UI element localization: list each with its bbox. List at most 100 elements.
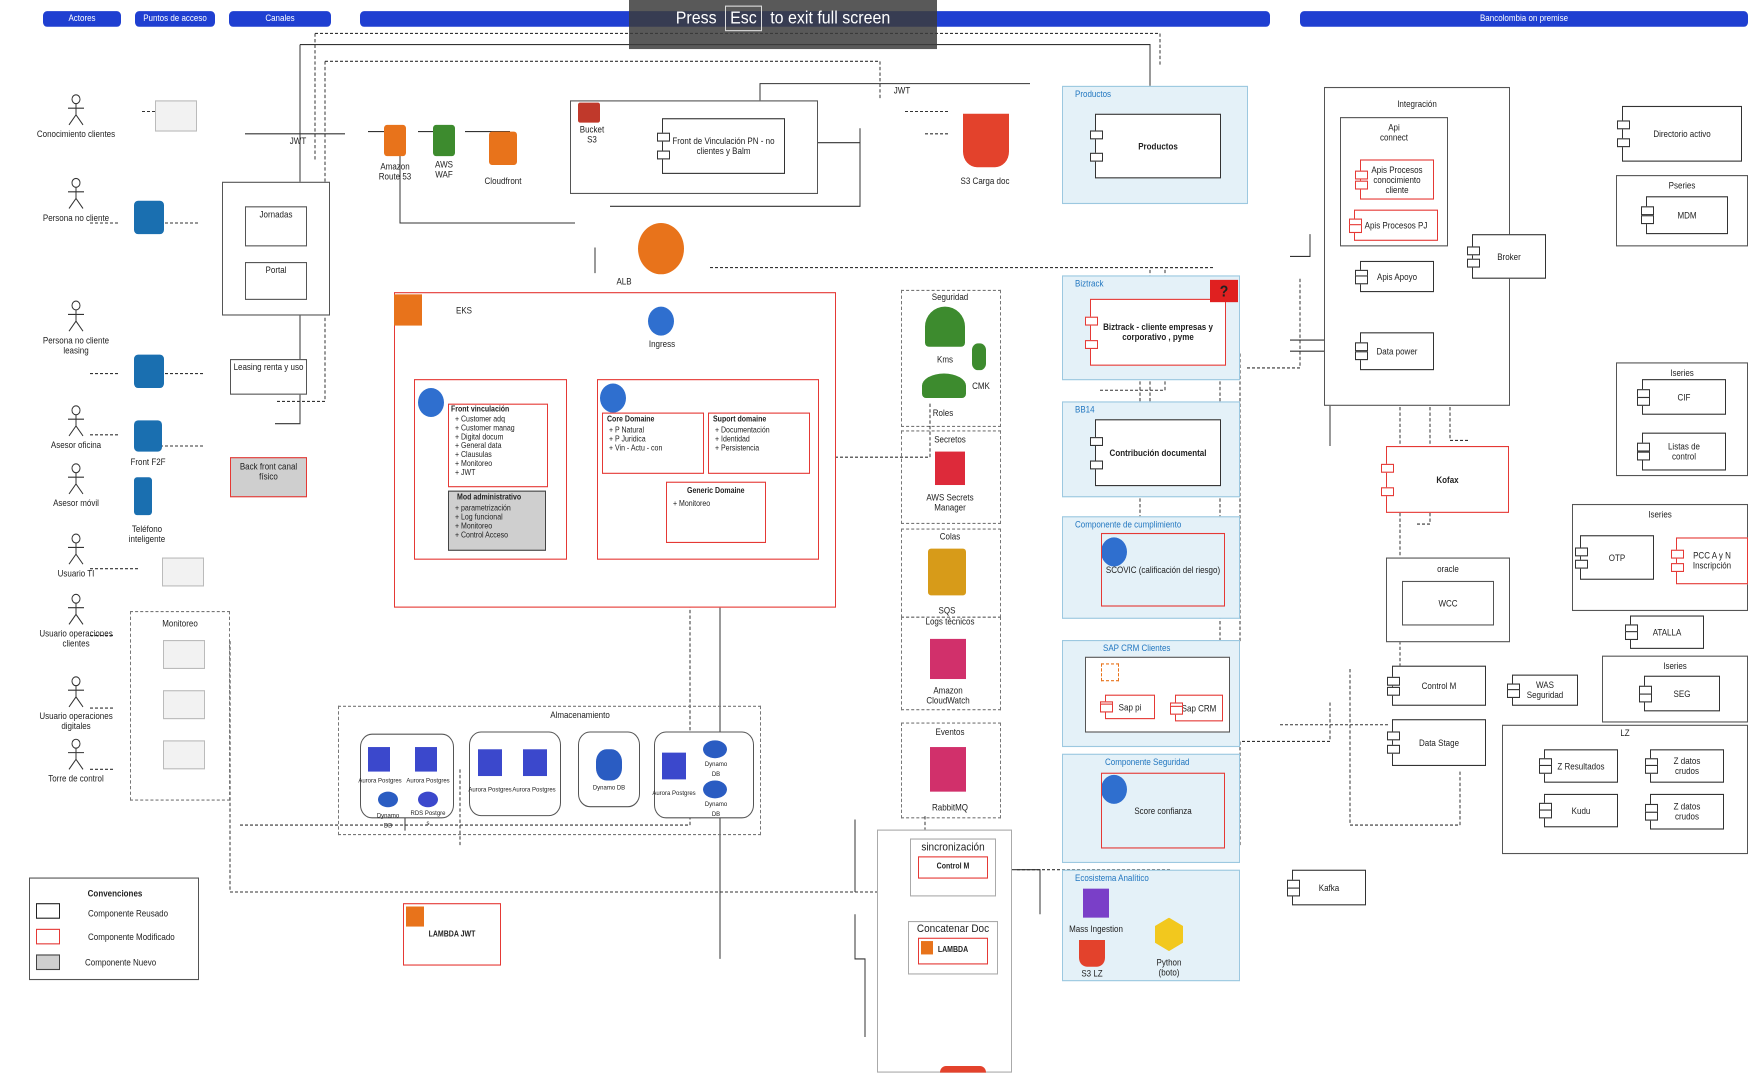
computer-icon: [134, 200, 164, 235]
contribucion-component[interactable]: Contribución documental: [1090, 419, 1221, 487]
sqs-icon: [928, 548, 966, 596]
scovic-k8s-icon: [1101, 537, 1127, 567]
back-front-channel[interactable]: Back front canal físico: [230, 457, 307, 498]
z-resultados[interactable]: Z Resultados: [1539, 749, 1618, 783]
otp[interactable]: OTP: [1575, 535, 1654, 580]
pseries-title: Pseries: [1668, 180, 1696, 191]
cumplimiento-panel: Componente de cumplimiento SCOVIC (calif…: [1062, 516, 1240, 619]
actor-list: [0, 0, 1, 1]
front-vinculacion-box[interactable]: Front vinculación Customer adq Customer …: [448, 403, 548, 488]
contribucion-text: Contribución documental: [1109, 447, 1207, 458]
computer-icon-f2f: [134, 420, 162, 452]
score-k8s-icon: [1101, 774, 1127, 804]
mod-admin-item: Log funcional: [461, 514, 545, 523]
legend-item-modified: Componente Modificado: [88, 932, 175, 943]
suport-domaine-box[interactable]: Suport domaine Documentación Identidad P…: [708, 412, 810, 474]
atalla[interactable]: ATALLA: [1625, 615, 1704, 649]
lambda-concat[interactable]: LAMBDA: [918, 937, 988, 965]
z-datos-crudos-1[interactable]: Z datos crudos: [1645, 749, 1724, 783]
scovic-text: SCOVIC (calificación del riesgo): [1105, 564, 1221, 575]
kudu[interactable]: Kudu: [1539, 793, 1618, 828]
bb14-panel: BB14 Contribución documental: [1062, 401, 1240, 498]
core-items: P Natural P Juridica Vin - Actu - con: [603, 427, 703, 454]
sap-panel: SAP CRM Clientes Sap pi Sap CRM: [1062, 640, 1240, 748]
colas-title: Colas: [939, 531, 961, 542]
leasing-channel[interactable]: Leasing renta y uso: [230, 359, 307, 395]
generic-item: Monitoreo: [679, 501, 765, 510]
lane-canales-label: Canales: [265, 13, 295, 24]
control-m-onprem[interactable]: Control M: [1387, 665, 1486, 706]
sqs-label: SQS: [938, 605, 956, 616]
control-m-sync-label: Control M: [936, 863, 970, 871]
suport-title: Suport domaine: [713, 415, 767, 424]
alb-icon[interactable]: [638, 223, 684, 275]
actor-icon: [68, 593, 84, 625]
monitoreo-group: Monitoreo: [130, 611, 230, 801]
monitor-device-1: [155, 100, 197, 132]
logs-group: [901, 616, 1001, 711]
eks-title: EKS: [455, 305, 472, 316]
actor-icon: [68, 676, 84, 708]
overlay-press: Press: [675, 8, 717, 28]
core-domaine-box[interactable]: Core Domaine P Natural P Juridica Vin - …: [602, 412, 704, 474]
data-stage-text: Data Stage: [1418, 737, 1460, 748]
scovic-component[interactable]: SCOVIC (calificación del riesgo): [1101, 532, 1225, 607]
roles-icon: [922, 373, 966, 399]
lambda-jwt-label: LAMBDA JWT: [428, 931, 476, 939]
apis-procesos-conocimiento[interactable]: Apis Procesos conocimiento cliente: [1355, 159, 1434, 200]
computer-icon-leasing: [134, 354, 164, 389]
generic-domaine-box[interactable]: Generic Domaine Monitoreo: [666, 481, 766, 544]
python-label: Python (boto): [1156, 957, 1182, 978]
sap-crm-component[interactable]: Sap CRM: [1170, 694, 1223, 722]
actor-icon: [68, 405, 84, 437]
data-stage[interactable]: Data Stage: [1387, 719, 1486, 767]
pcc-inscripcion[interactable]: PCC A y N Inscripción: [1671, 537, 1748, 585]
kofax[interactable]: Kofax: [1381, 446, 1509, 513]
oracle-title: oracle: [1437, 564, 1459, 575]
core-item: P Juridica: [615, 436, 703, 445]
kafka[interactable]: Kafka: [1287, 869, 1366, 906]
productos-panel-title: Productos: [1075, 89, 1112, 100]
analitico-panel: Ecosistema Analítico Mass Ingestion S3 L…: [1062, 869, 1240, 982]
z-datos-crudos-2[interactable]: Z datos crudos: [1645, 793, 1724, 830]
lambda-concat-label: LAMBDA: [937, 946, 969, 955]
mdm[interactable]: MDM: [1641, 196, 1728, 235]
aurora-label-4: Aurora Postgres: [512, 787, 556, 794]
iseries1-title: Iseries: [1670, 367, 1694, 378]
front-vinculacion-text: Front de Vinculación PN - no clientes y …: [672, 136, 775, 157]
data-power[interactable]: Data power: [1355, 332, 1434, 371]
seg[interactable]: SEG: [1639, 675, 1720, 712]
z-datos1-text: Z datos crudos: [1673, 755, 1701, 777]
wcc[interactable]: WCC: [1402, 580, 1494, 626]
broker[interactable]: Broker: [1467, 234, 1546, 279]
lambda-jwt-box[interactable]: LAMBDA JWT: [403, 903, 501, 966]
sincronizacion-box: sincronización Control M: [910, 838, 996, 897]
cif[interactable]: CIF: [1637, 379, 1726, 415]
mod-administrativo-box[interactable]: Mod administrativo parametrización Log f…: [448, 490, 546, 551]
front-f2f-label: Front F2F: [130, 457, 166, 468]
biztrack-component[interactable]: Biztrack - cliente empresas y corporativ…: [1085, 298, 1226, 366]
jornadas-channel[interactable]: Jornadas: [245, 206, 307, 247]
productos-component[interactable]: Productos: [1090, 113, 1221, 179]
portal-channel[interactable]: Portal: [245, 262, 307, 300]
rabbitmq-label: RabbitMQ: [931, 802, 968, 813]
esc-key-hint[interactable]: Esc: [725, 5, 762, 32]
route53-icon: [384, 124, 406, 157]
apis-proc2-text: Apis Procesos PJ: [1364, 220, 1428, 231]
suport-item: Persistencia: [721, 445, 809, 454]
score-component[interactable]: Score confianza: [1101, 772, 1225, 849]
control-m-sync[interactable]: Control M: [918, 856, 988, 879]
eks-icon: [394, 294, 422, 326]
directorio-activo[interactable]: Directorio activo: [1617, 105, 1742, 162]
actor-label: Torre de control: [48, 773, 104, 784]
cmk-label: CMK: [972, 381, 990, 392]
apis-procesos-pj[interactable]: Apis Procesos PJ: [1349, 209, 1438, 241]
cumplimiento-panel-title: Componente de cumplimiento: [1075, 519, 1182, 530]
apis-apoyo[interactable]: Apis Apoyo: [1355, 260, 1434, 293]
sap-pi-component[interactable]: Sap pi: [1100, 694, 1155, 720]
mod-admin-item: Monitoreo: [461, 523, 545, 532]
front-vinculacion-component[interactable]: Front de Vinculación PN - no clientes y …: [657, 118, 785, 174]
was-seguridad[interactable]: WAS Seguridad: [1507, 674, 1578, 706]
listas-control[interactable]: Listas de control: [1637, 432, 1726, 471]
almacenamiento-title: Almacenamiento: [550, 710, 610, 721]
